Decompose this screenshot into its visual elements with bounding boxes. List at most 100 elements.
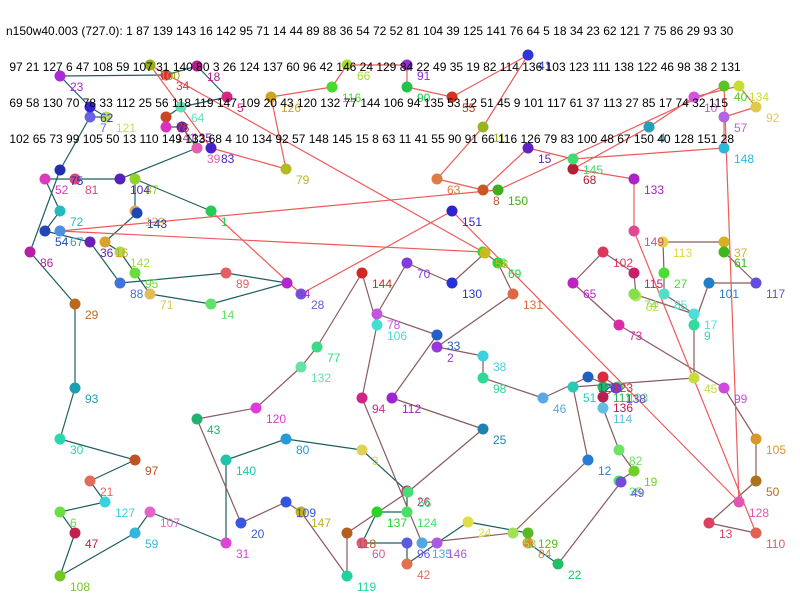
node-120	[250, 402, 262, 414]
node-label: 126	[281, 101, 301, 115]
node-label: 129	[538, 537, 558, 551]
node-label: 66	[357, 69, 371, 83]
tour-edge	[196, 65, 228, 98]
node-22	[552, 558, 564, 570]
node-125	[176, 121, 188, 133]
tour-edge	[406, 542, 438, 565]
node-label: 149	[644, 235, 664, 249]
tour-edge	[180, 96, 228, 108]
node-34	[160, 69, 172, 81]
node-label: 109	[296, 506, 316, 520]
tour-edge	[210, 147, 287, 170]
node-label: 114	[613, 412, 632, 426]
node-52	[39, 173, 51, 185]
node-label: 107	[160, 516, 180, 530]
tour-edge	[59, 387, 76, 440]
tour-edge	[572, 377, 695, 388]
node-label: 6	[70, 516, 77, 530]
node-37	[718, 236, 730, 248]
node-label: 122	[598, 381, 618, 395]
node-label: 83	[221, 152, 235, 166]
node-label: 54	[55, 235, 69, 249]
tour-edge	[59, 75, 91, 108]
node-73	[613, 319, 625, 331]
node-label: 24	[478, 526, 492, 540]
node-115	[628, 267, 640, 279]
node-label: 38	[493, 360, 507, 374]
tour-edge	[482, 377, 544, 399]
node-105	[750, 433, 762, 445]
node-45	[688, 372, 700, 384]
node-75	[54, 164, 66, 176]
node-label: 102	[613, 256, 633, 270]
header-line-1: n150w40.003 (727.0): 1 87 139 143 16 142…	[6, 24, 734, 38]
tour-edge	[572, 282, 620, 326]
tour-edge	[451, 54, 529, 98]
tour-edge	[436, 521, 469, 544]
tour-header: n150w40.003 (727.0): 1 87 139 143 16 142…	[6, 1, 741, 157]
node-108	[54, 570, 66, 582]
node-label: 115	[644, 277, 663, 291]
tour-edge	[527, 542, 559, 565]
node-14	[205, 298, 217, 310]
node-25	[477, 423, 489, 435]
tour-edge	[225, 272, 288, 284]
tour-edge	[723, 85, 740, 503]
node-57	[718, 111, 730, 123]
node-98	[477, 372, 489, 384]
node-10	[688, 91, 700, 103]
node-95	[129, 267, 141, 279]
tour-edge	[119, 272, 227, 284]
node-61	[718, 246, 730, 258]
node-71	[144, 288, 156, 300]
node-119	[341, 570, 353, 582]
node-5	[221, 91, 233, 103]
node-31	[220, 537, 232, 549]
node-87	[129, 173, 141, 185]
node-label: 134	[749, 90, 769, 104]
node-126	[265, 91, 277, 103]
node-label: 91	[417, 69, 431, 83]
node-label: 119	[357, 580, 376, 594]
node-76	[160, 111, 172, 123]
node-62	[84, 101, 96, 113]
node-label: 14	[221, 308, 235, 322]
tour-edge	[663, 293, 695, 315]
node-label: 104	[130, 183, 150, 197]
node-label: 55	[462, 101, 476, 115]
node-label: 94	[372, 402, 386, 416]
node-label: 3	[372, 454, 379, 468]
node-82	[613, 444, 625, 456]
node-label: 100	[160, 69, 180, 83]
tour-edge	[300, 511, 348, 577]
node-label: 65	[583, 287, 597, 301]
node-144	[356, 267, 368, 279]
tour-edge	[406, 86, 453, 98]
tour-edge	[557, 481, 622, 565]
node-label: 106	[387, 329, 407, 343]
node-101	[703, 277, 715, 289]
node-label: 103	[628, 391, 648, 405]
node-label: 16	[115, 246, 129, 260]
node-label: 63	[447, 183, 461, 197]
node-141	[160, 121, 172, 133]
node-label: 121	[116, 121, 136, 135]
node-89	[220, 267, 232, 279]
node-label: 18	[207, 70, 221, 84]
node-142	[114, 246, 126, 258]
node-label: 72	[70, 215, 84, 229]
node-label: 142	[130, 256, 150, 270]
node-label: 64	[191, 111, 205, 125]
node-86	[24, 246, 36, 258]
node-147	[295, 506, 307, 518]
node-label: 124	[417, 516, 437, 530]
tour-edge	[572, 386, 589, 461]
node-63	[431, 173, 443, 185]
node-label: 17	[704, 318, 718, 332]
node-83	[205, 142, 217, 154]
node-94	[356, 392, 368, 404]
node-label: 131	[523, 298, 543, 312]
node-96	[401, 537, 413, 549]
node-label: 46	[553, 402, 567, 416]
node-label: 110	[766, 537, 785, 551]
